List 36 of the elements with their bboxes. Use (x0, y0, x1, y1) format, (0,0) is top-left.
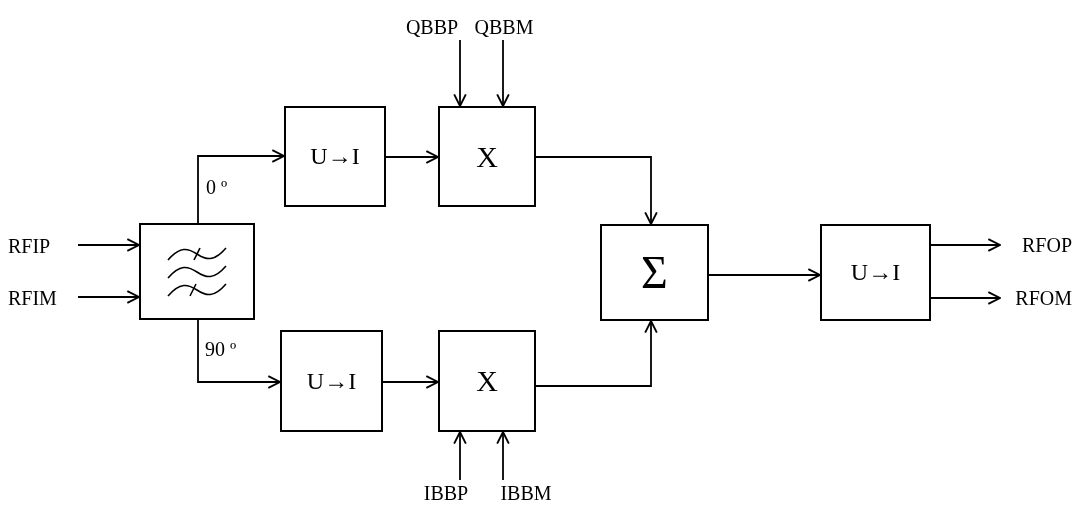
mixer-block (438, 330, 536, 432)
signal-label: IBBM (492, 480, 560, 506)
signal-label: RFIP (8, 233, 78, 259)
block-label: X (476, 364, 498, 398)
summer-block (600, 224, 709, 321)
mixer-block (438, 106, 536, 207)
arrow (708, 268, 821, 282)
block-label: Σ (641, 246, 668, 299)
arrow (385, 150, 439, 164)
arrow (197, 149, 285, 224)
signal-label: QBBP (398, 14, 466, 40)
arrow (77, 238, 140, 252)
converter-block (820, 224, 931, 321)
signal-label: RFIM (8, 285, 78, 311)
arrow (382, 375, 439, 389)
arrow (496, 431, 510, 481)
block-label: U→I (306, 367, 357, 395)
signal-label: RFOP (1000, 232, 1072, 258)
block-label: X (476, 139, 498, 174)
arrow (453, 431, 467, 481)
filter-block (139, 223, 255, 320)
arrow (535, 320, 658, 387)
signal-label: IBBP (412, 480, 480, 506)
arrow (197, 319, 281, 389)
arrow (535, 156, 658, 225)
converter-block (280, 330, 383, 432)
arrow (496, 39, 510, 107)
block-label: U→I (850, 259, 901, 286)
converter-block (284, 106, 386, 207)
block-label: U→I (310, 143, 360, 170)
arrow (930, 291, 1001, 305)
signal-label: QBBM (470, 14, 538, 40)
arrow (930, 238, 1001, 252)
arrow (77, 290, 140, 304)
arrow (453, 39, 467, 107)
signal-label: RFOM (1000, 285, 1072, 311)
